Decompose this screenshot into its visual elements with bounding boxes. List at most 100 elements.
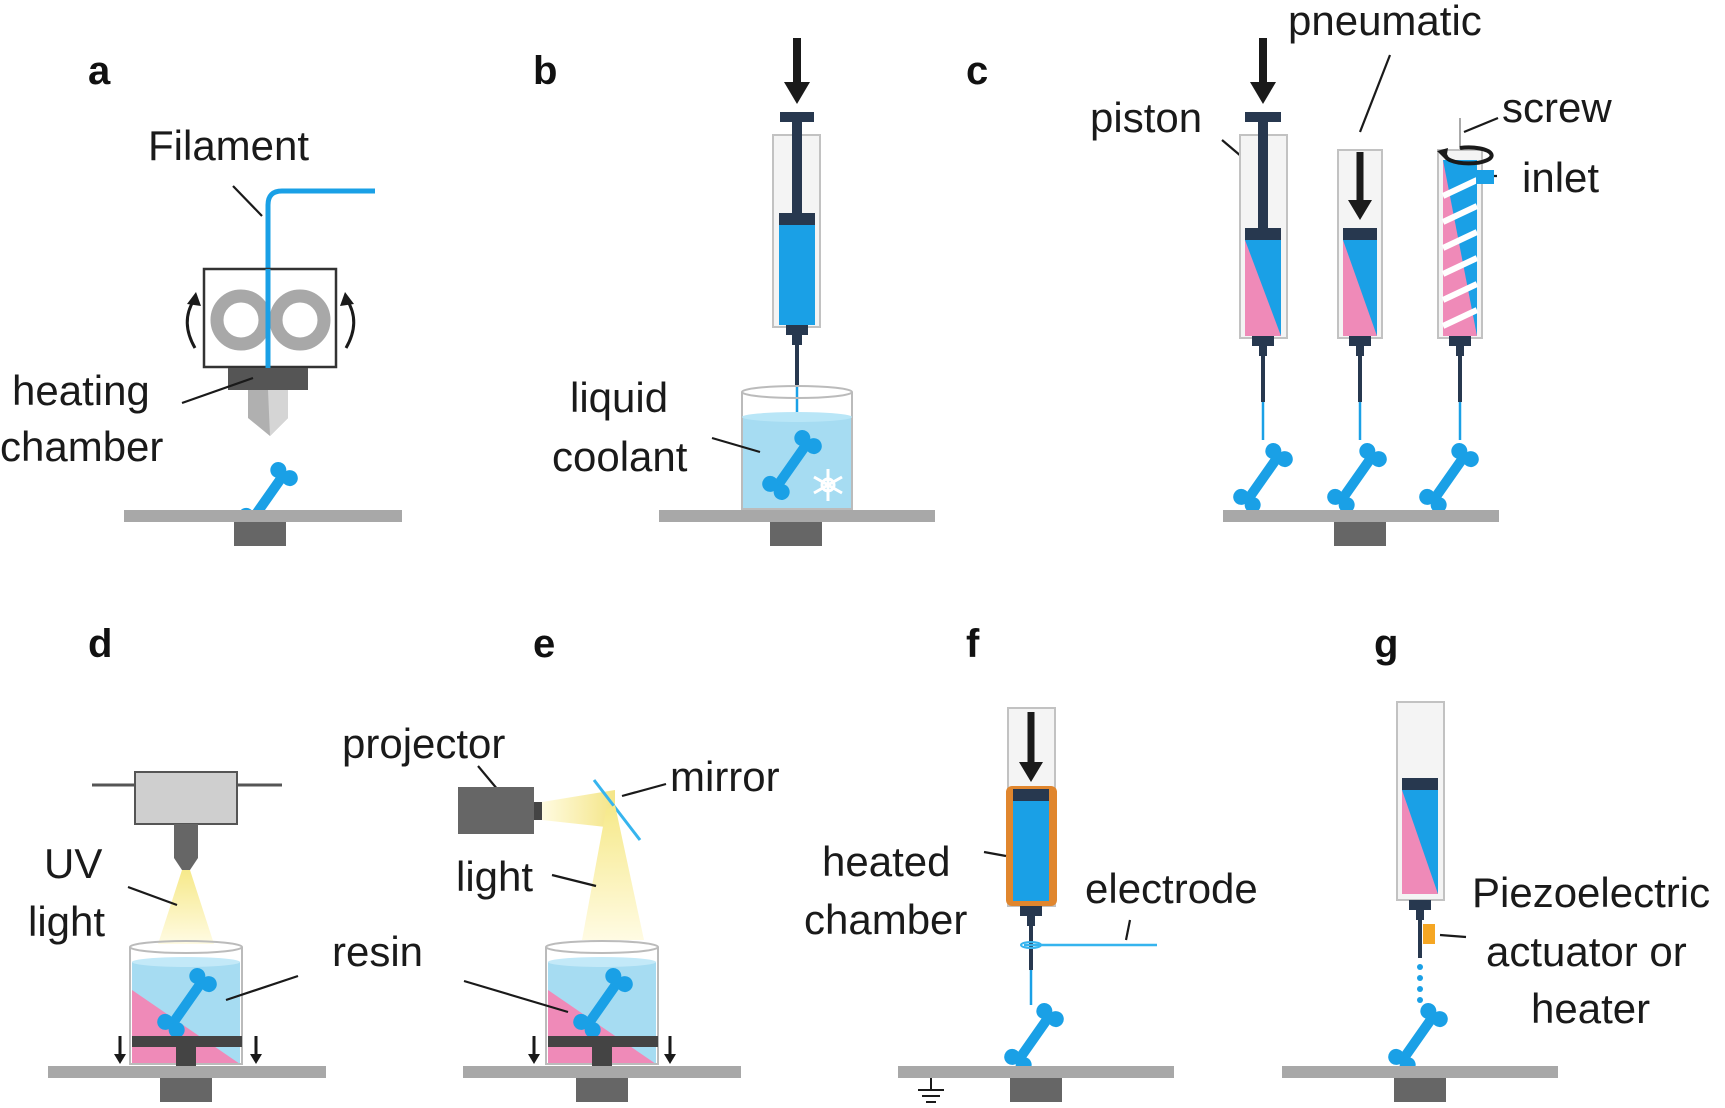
light-leader-e [551, 873, 597, 888]
heating-label-1: heating [12, 367, 150, 414]
coolant-leader [711, 436, 761, 454]
rotation-arrowhead-left-icon [187, 292, 201, 306]
heating-block [228, 368, 308, 390]
reflected-light-beam [582, 805, 644, 940]
screw-syringe [1437, 118, 1494, 440]
build-platform-e [548, 1036, 658, 1047]
plate-support-d [160, 1078, 212, 1102]
rotation-arrow-left-icon [185, 299, 197, 349]
electrode-leader [1124, 919, 1132, 941]
panel-letter-b: b [533, 49, 557, 93]
panel-letter-g: g [1374, 622, 1398, 666]
droplet-stream [1417, 964, 1423, 1003]
ring-electrode [1020, 941, 1042, 949]
build-plate-b [659, 510, 935, 522]
build-plate-c [1223, 510, 1499, 522]
down-arrow-d-right-icon [250, 1054, 262, 1064]
panel-d-sla: d UV light resin [28, 622, 423, 1102]
build-plate-d [48, 1066, 326, 1078]
plunger-head-b [779, 213, 815, 225]
panel-e-dlp: e projector mirror light [342, 622, 780, 1102]
plate-support-a [234, 522, 286, 546]
heating-label-2: chamber [0, 423, 163, 470]
printed-bone-c2 [1327, 443, 1387, 513]
plate-support-g [1394, 1078, 1446, 1102]
heated-label-2: chamber [804, 896, 967, 943]
inlet-port [1476, 170, 1494, 184]
projector-beam [542, 790, 615, 828]
panel-letter-a: a [88, 49, 111, 93]
drive-gear-right [269, 289, 331, 351]
resin-leader-e [463, 979, 569, 1014]
screw-leader [1463, 116, 1499, 134]
bioink-f [1013, 801, 1049, 901]
coolant-label-2: coolant [552, 433, 688, 480]
filament-label: Filament [148, 122, 309, 169]
plate-support-c [1334, 522, 1386, 546]
resin-label-d: resin [332, 928, 423, 975]
uv-label-2: light [28, 898, 105, 945]
snowflake-icon [813, 469, 843, 501]
panel-letter-e: e [533, 622, 555, 666]
heating-leader [181, 376, 254, 405]
panel-letter-d: d [88, 622, 112, 666]
panel-b-cryogenic: b liquid coolant [533, 38, 935, 546]
piston-syringe [1239, 38, 1288, 440]
build-platform-d [132, 1036, 242, 1047]
heated-label-1: heated [822, 838, 950, 885]
projector-label: projector [342, 720, 505, 767]
projector-body [458, 787, 534, 834]
uv-nozzle [174, 858, 198, 870]
build-plate-g [1282, 1066, 1558, 1078]
resin-leader-d [225, 974, 299, 1002]
uv-label-1: UV [44, 840, 102, 887]
printed-bone-e [573, 968, 633, 1038]
pneumatic-label: pneumatic [1288, 0, 1482, 44]
uv-leader [127, 885, 178, 907]
drive-gear-left [210, 289, 272, 351]
bioink-b [779, 225, 815, 325]
printed-bone-g [1388, 1003, 1448, 1073]
down-arrow-f-icon [1019, 762, 1043, 782]
printed-bone-c3 [1419, 443, 1479, 513]
panel-letter-f: f [966, 622, 980, 666]
plate-support-b [770, 522, 822, 546]
needle-b [795, 345, 799, 385]
heated-leader [983, 850, 1007, 858]
piezo-label-1: Piezoelectric [1472, 869, 1710, 916]
plunger-rod-b [792, 120, 802, 215]
down-arrow-e-right-icon [664, 1054, 676, 1064]
plate-support-e [576, 1078, 628, 1102]
printed-bone-c1 [1233, 443, 1293, 513]
piezo-label-3: heater [1531, 985, 1650, 1032]
panel-f-electrohydrodynamic: f heated chamber electrode [804, 622, 1258, 1103]
printed-bone-d [157, 968, 217, 1038]
filament-leader [232, 185, 263, 217]
mirror-element [592, 779, 642, 841]
pneumatic-leader [1358, 54, 1392, 133]
mirror-leader [621, 782, 667, 798]
down-arrow-d-left-icon [114, 1054, 126, 1064]
screw-rotation-arrow-icon [1443, 145, 1494, 166]
build-plate-a [124, 510, 402, 522]
coolant-beaker [741, 392, 853, 510]
rotation-arrowhead-right-icon [340, 292, 354, 306]
panel-g-inkjet: g Piezoelectric actuator or heater [1282, 622, 1710, 1102]
piezo-label-2: actuator or [1486, 928, 1687, 975]
panel-letter-c: c [966, 49, 988, 93]
light-label-e: light [456, 853, 533, 900]
plate-support-f [1010, 1078, 1062, 1102]
ground-symbol-icon [918, 1078, 944, 1103]
uv-source-housing [134, 771, 238, 825]
rotation-arrow-right-icon [344, 299, 356, 349]
panel-a-fdm: a Filament heating chamber [0, 49, 402, 546]
coolant-label-1: liquid [570, 374, 668, 421]
pneumatic-syringe [1337, 149, 1383, 440]
printed-bone-b [762, 430, 822, 500]
inlet-label: inlet [1522, 154, 1599, 201]
down-arrow-b-icon [784, 82, 810, 104]
build-plate-e [463, 1066, 741, 1078]
screw-label: screw [1502, 84, 1612, 131]
piezo-leader [1439, 933, 1467, 939]
